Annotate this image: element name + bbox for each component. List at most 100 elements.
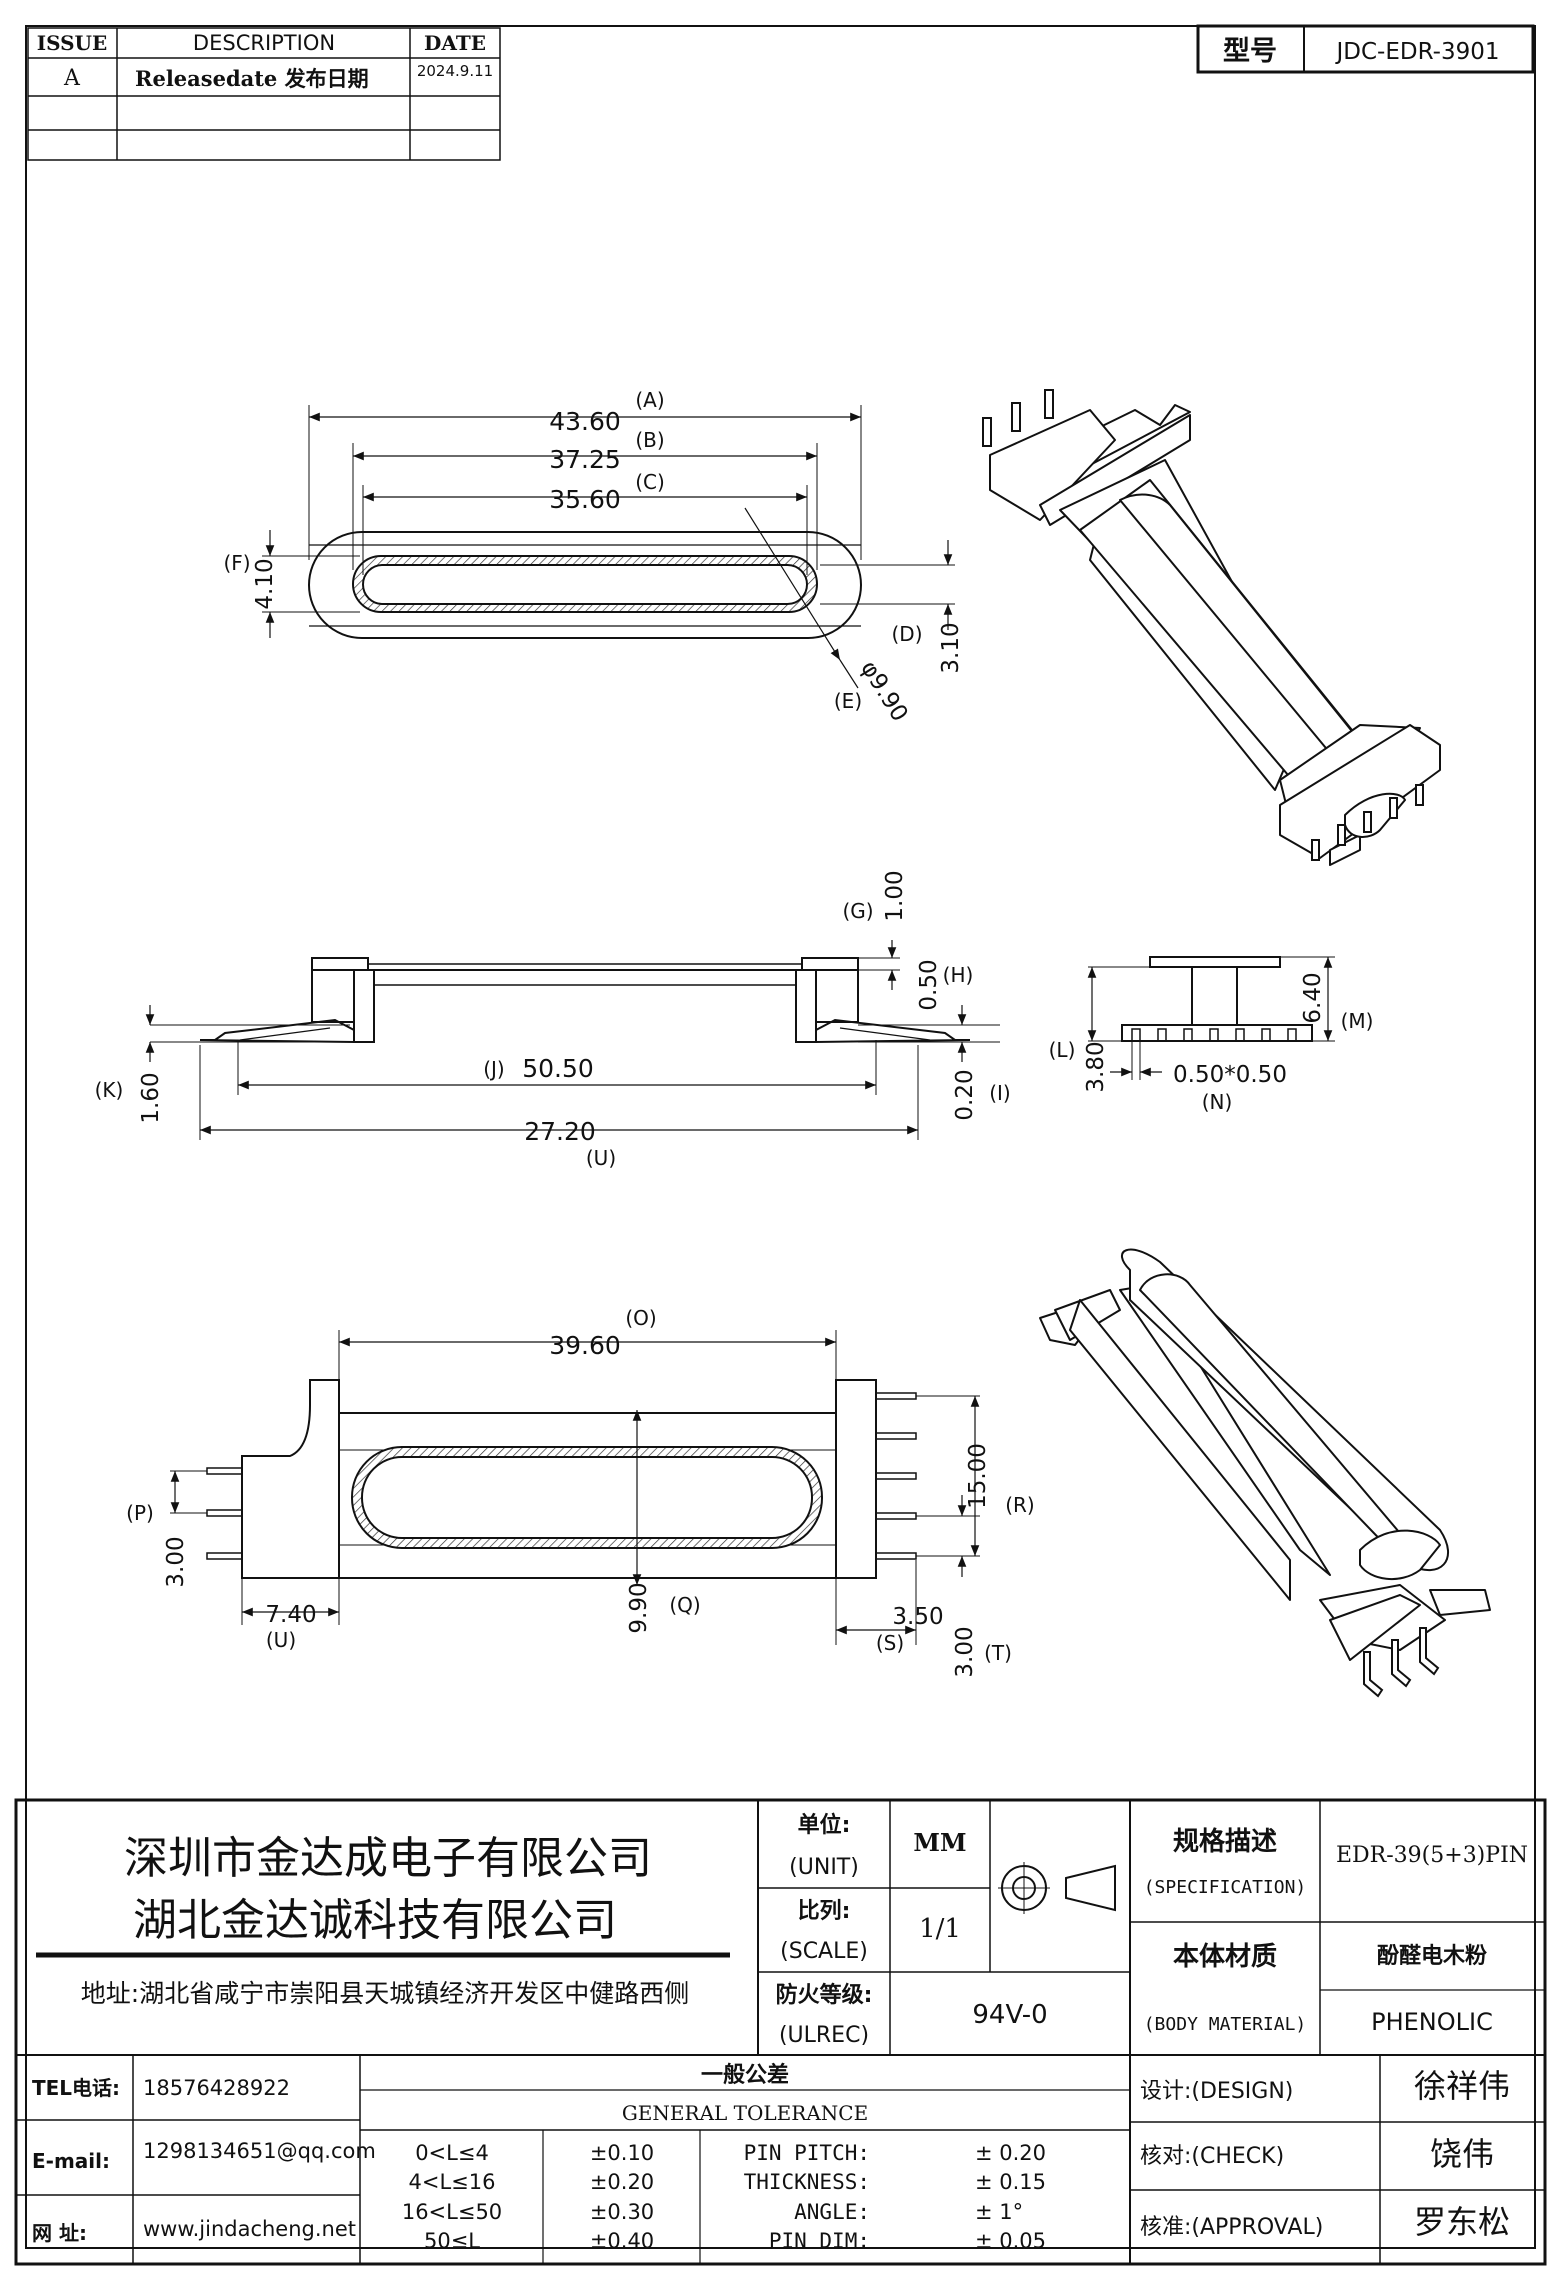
tol-item-name: PIN DIM: <box>769 2229 870 2253</box>
dim-c-tag: (C) <box>635 470 665 494</box>
dim-j-tag: (J) <box>483 1057 505 1081</box>
website-label: 网 址: <box>32 2221 87 2245</box>
tol-item-name: THICKNESS: <box>744 2170 870 2194</box>
dim-h-value: 0.50 <box>916 959 942 1010</box>
unit-label-en: (UNIT) <box>789 1855 859 1880</box>
dim-i-value: 0.20 <box>952 1069 978 1120</box>
dim-a-tag: (A) <box>635 388 664 412</box>
dim-d-value: 3.10 <box>938 622 964 673</box>
dim-m-value: 6.40 <box>1300 972 1326 1023</box>
email-value: 1298134651@qq.com <box>143 2139 376 2163</box>
tol-range: 16<L≤50 <box>402 2200 502 2224</box>
unit-value: MM <box>913 1828 966 1857</box>
dim-b-tag: (B) <box>635 428 664 452</box>
dim-p-value: 3.00 <box>163 1536 189 1587</box>
side-view <box>145 940 1000 1140</box>
revision-table <box>27 27 501 161</box>
website-value: www.jindacheng.net <box>143 2217 356 2241</box>
dim-c-value: 35.60 <box>549 485 621 514</box>
tolerance-title-en: GENERAL TOLERANCE <box>622 2101 868 2125</box>
dim-s-tag: (S) <box>876 1631 904 1655</box>
tolerance-table: 0<L≤4 ±0.10 PIN PITCH: ± 0.20 4<L≤16 ±0.… <box>402 2141 1046 2253</box>
tol-value: ±0.20 <box>590 2170 654 2194</box>
date-value: 2024.9.11 <box>417 62 493 80</box>
dim-u2-tag: (U) <box>266 1628 296 1652</box>
fire-rating-label-en: (ULREC) <box>779 2023 869 2048</box>
tolerance-title-cn: 一般公差 <box>701 2062 789 2088</box>
model-label: 型号 <box>1223 36 1277 67</box>
model-box <box>1196 24 1535 74</box>
company-name-1: 深圳市金达成电子有限公司 <box>124 1833 652 1884</box>
tol-value: ±0.30 <box>590 2200 654 2224</box>
dim-i-tag: (I) <box>989 1081 1011 1105</box>
dim-r-value: 15.00 <box>965 1443 991 1509</box>
dim-q-value: 9.90 <box>626 1582 652 1633</box>
model-value: JDC-EDR-3901 <box>1335 39 1500 65</box>
approval-label: 核准:(APPROVAL) <box>1140 2215 1323 2240</box>
dim-s-value: 3.50 <box>892 1604 943 1630</box>
tol-value: ±0.10 <box>590 2141 654 2165</box>
company-name-2: 湖北金达诚科技有限公司 <box>133 1895 617 1946</box>
tel-label: TEL电话: <box>32 2076 120 2100</box>
dim-h-tag: (H) <box>943 963 974 987</box>
dim-b-value: 37.25 <box>549 445 621 474</box>
dim-g-tag: (G) <box>842 899 873 923</box>
sheet-border <box>25 25 1536 2249</box>
dim-n-tag: (N) <box>1202 1090 1233 1114</box>
unit-label-cn: 单位: <box>798 1812 851 1838</box>
issue-header: ISSUE <box>37 31 108 55</box>
dim-o-value: 39.60 <box>549 1331 621 1360</box>
issue-value: A <box>63 66 81 91</box>
tol-item-value: ± 1° <box>975 2200 1023 2224</box>
dim-j-value: 50.50 <box>522 1054 594 1083</box>
scale-label-en: (SCALE) <box>780 1939 868 1964</box>
spec-value: EDR-39(5+3)PIN <box>1336 1843 1528 1868</box>
description-header: DESCRIPTION <box>193 31 335 55</box>
tel-value: 18576428922 <box>143 2076 290 2100</box>
material-value-cn: 酚醛电木粉 <box>1377 1944 1487 1969</box>
fire-rating-value: 94V-0 <box>972 2000 1047 2030</box>
company-address: 地址:湖北省咸宁市崇阳县天城镇经济开发区中健路西侧 <box>81 1979 689 2008</box>
dim-a-value: 43.60 <box>549 407 621 436</box>
top-view <box>262 405 955 689</box>
dim-l-tag: (L) <box>1049 1038 1076 1062</box>
dim-d-tag: (D) <box>891 622 922 646</box>
dim-e-value: φ9.90 <box>855 656 912 726</box>
dim-q-tag: (Q) <box>669 1593 700 1617</box>
design-label: 设计:(DESIGN) <box>1140 2079 1293 2104</box>
end-view <box>1087 956 1335 1080</box>
description-value: Releasedate 发布日期 <box>135 66 369 91</box>
dim-o-tag: (O) <box>625 1306 656 1330</box>
dim-t-value: 3.00 <box>952 1626 978 1677</box>
scale-value: 1/1 <box>919 1914 961 1944</box>
tol-item-name: PIN PITCH: <box>744 2141 870 2165</box>
dim-f-tag: (F) <box>223 551 250 575</box>
dim-k-tag: (K) <box>95 1078 124 1102</box>
isometric-top-pins <box>982 389 1424 861</box>
fire-rating-label-cn: 防火等级: <box>776 1982 873 2008</box>
dim-m-tag: (M) <box>1341 1009 1374 1033</box>
email-label: E-mail: <box>32 2149 110 2173</box>
material-label-cn: 本体材质 <box>1173 1942 1277 1972</box>
dim-u2-value: 7.40 <box>265 1602 316 1628</box>
isometric-view-bottom <box>1039 1248 1491 1661</box>
tol-item-value: ± 0.05 <box>975 2229 1046 2253</box>
dim-n-value: 0.50*0.50 <box>1173 1062 1287 1088</box>
dim-k-value: 1.60 <box>138 1072 164 1123</box>
projection-symbol <box>998 1862 1116 1914</box>
tol-item-name: ANGLE: <box>794 2200 870 2224</box>
title-block-grid <box>14 1798 1547 2266</box>
dim-u-tag: (U) <box>586 1146 616 1170</box>
tol-item-value: ± 0.20 <box>975 2141 1046 2165</box>
dim-r-tag: (R) <box>1005 1493 1035 1517</box>
tol-item-value: ± 0.15 <box>975 2170 1046 2194</box>
dim-p-tag: (P) <box>126 1501 154 1525</box>
spec-label-en: (SPECIFICATION) <box>1144 1877 1307 1898</box>
dim-l-value: 3.80 <box>1083 1041 1109 1092</box>
dim-g-value: 1.00 <box>882 870 908 921</box>
date-header: DATE <box>424 31 486 55</box>
tol-value: ±0.40 <box>590 2229 654 2253</box>
tol-range: 0<L≤4 <box>415 2141 489 2165</box>
spec-label-cn: 规格描述 <box>1173 1826 1277 1857</box>
